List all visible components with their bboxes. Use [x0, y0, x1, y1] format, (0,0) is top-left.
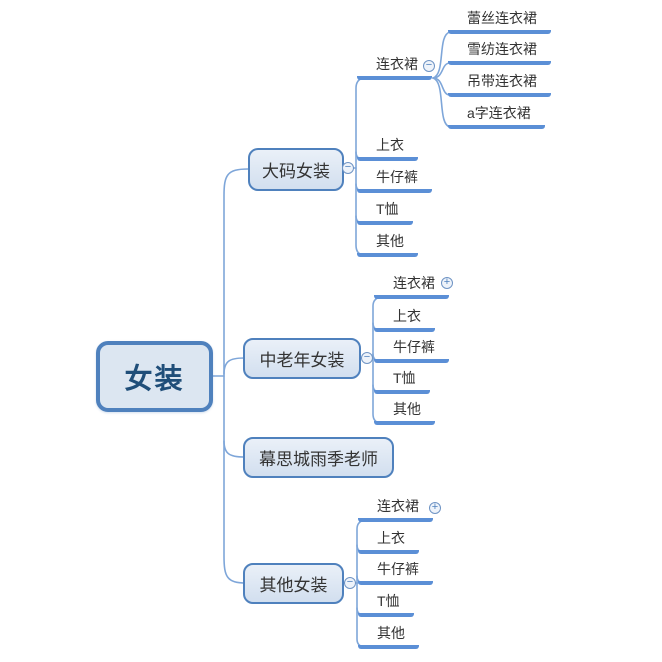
- leaf-node-dress[interactable]: 连衣裙: [374, 274, 449, 299]
- leaf-node-strap-dress[interactable]: 吊带连衣裙: [448, 72, 551, 97]
- leaf-node-dress[interactable]: 连衣裙: [357, 55, 432, 80]
- wire-branch-middle-aged: [223, 357, 245, 375]
- leaf-node-jeans[interactable]: 牛仔裤: [357, 168, 432, 193]
- wire-fan-aline: [432, 77, 451, 128]
- leaf-node-jeans[interactable]: 牛仔裤: [358, 560, 433, 585]
- branch-node-other-womens[interactable]: 其他女装: [243, 563, 344, 604]
- leaf-node-lace-dress[interactable]: 蕾丝连衣裙: [448, 9, 551, 34]
- collapse-toggle-middle-aged-icon[interactable]: −: [361, 352, 373, 364]
- leaf-node-other[interactable]: 其他: [374, 400, 435, 425]
- leaf-node-tshirt[interactable]: T恤: [358, 592, 414, 617]
- leaf-node-chiffon-dress[interactable]: 雪纺连衣裙: [448, 40, 551, 65]
- collapse-toggle-dress-b1-icon[interactable]: −: [423, 60, 435, 72]
- collapse-toggle-plus-size-icon[interactable]: −: [342, 162, 354, 174]
- wire-b1-spine: [355, 77, 364, 256]
- branch-node-plus-size[interactable]: 大码女装: [248, 148, 344, 191]
- branch-node-middle-aged[interactable]: 中老年女装: [243, 338, 361, 379]
- leaf-node-tshirt[interactable]: T恤: [374, 369, 430, 394]
- leaf-node-other[interactable]: 其他: [357, 232, 418, 257]
- collapse-toggle-other-womens-icon[interactable]: −: [344, 577, 356, 589]
- leaf-node-dress[interactable]: 连衣裙: [358, 497, 433, 522]
- leaf-node-top[interactable]: 上衣: [358, 529, 419, 554]
- expand-toggle-dress-b4-icon[interactable]: +: [429, 502, 441, 514]
- expand-toggle-dress-b2-icon[interactable]: +: [441, 277, 453, 289]
- wire-trunk: [223, 168, 249, 584]
- leaf-node-aline-dress[interactable]: a字连衣裙: [448, 104, 545, 129]
- leaf-node-top[interactable]: 上衣: [357, 136, 418, 161]
- leaf-node-other[interactable]: 其他: [358, 624, 419, 649]
- branch-node-musicheng-teacher[interactable]: 幕思城雨季老师: [243, 437, 394, 478]
- wire-branch-musicheng: [223, 440, 245, 458]
- leaf-node-tshirt[interactable]: T恤: [357, 200, 413, 225]
- root-node-womens-clothing[interactable]: 女装: [96, 341, 213, 412]
- leaf-node-jeans[interactable]: 牛仔裤: [374, 338, 449, 363]
- wire-fan-lace: [432, 31, 451, 79]
- leaf-node-top[interactable]: 上衣: [374, 307, 435, 332]
